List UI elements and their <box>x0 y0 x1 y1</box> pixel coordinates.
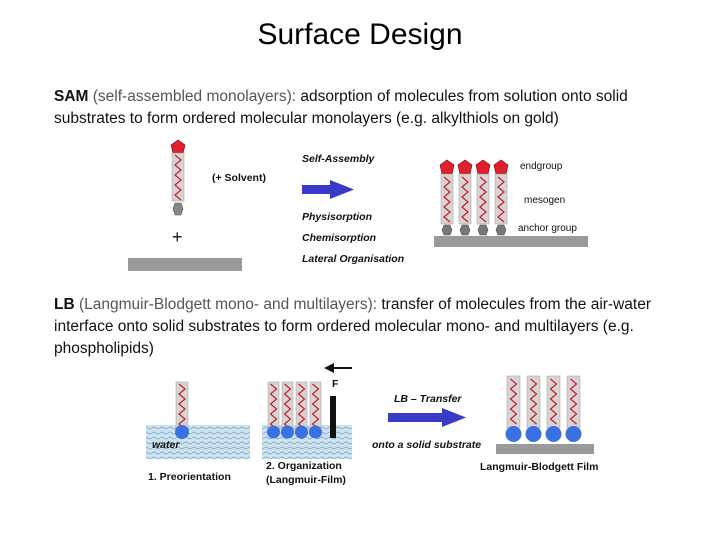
sam-term: SAM <box>54 88 89 105</box>
lateral-organisation-label: Lateral Organisation <box>302 253 404 265</box>
sam-substrate-left <box>128 258 242 271</box>
solvent-label: (+ Solvent) <box>212 172 266 184</box>
organization-label: 2. Organization <box>266 460 342 472</box>
sam-monolayer <box>434 159 588 247</box>
mesogen-label: mesogen <box>524 195 565 206</box>
water-label: water <box>152 439 180 451</box>
sam-free-molecule <box>170 139 186 216</box>
barrier <box>330 396 336 438</box>
force-arrow <box>324 363 352 373</box>
lb-film-label: Langmuir-Blodgett Film <box>480 461 598 473</box>
physisorption-label: Physisorption <box>302 211 372 223</box>
onto-substrate-label: onto a solid substrate <box>372 439 481 451</box>
sam-expansion: (self-assembled monolayers): <box>92 88 297 105</box>
lb-paragraph: LB (Langmuir-Blodgett mono- and multilay… <box>54 294 694 360</box>
sam-arrow <box>302 180 354 199</box>
langmuir-film-label: (Langmuir-Film) <box>266 474 346 486</box>
lb-arrow <box>388 408 466 427</box>
force-label: F <box>332 378 339 390</box>
plus-sign: + <box>172 227 183 247</box>
self-assembly-label: Self-Assembly <box>302 153 376 165</box>
lb-expansion: (Langmuir-Blodgett mono- and multilayers… <box>78 296 378 313</box>
sam-paragraph: SAM (self-assembled monolayers): adsorpt… <box>54 86 694 130</box>
endgroup-label: endgroup <box>520 161 563 172</box>
lb-substrate <box>496 444 594 454</box>
lb-description: transfer of molecules from the air-water… <box>54 296 651 357</box>
sam-description: adsorption of molecules from solution on… <box>54 88 628 127</box>
lb-preorientation <box>146 381 250 459</box>
lb-film <box>496 375 594 454</box>
preorientation-label: 1. Preorientation <box>148 471 231 483</box>
lb-term: LB <box>54 296 75 313</box>
lb-transfer-label: LB – Transfer <box>394 393 462 405</box>
sam-substrate-right <box>434 236 588 247</box>
lb-organization <box>262 381 352 459</box>
anchor-group-label: anchor group <box>518 223 577 234</box>
chemisorption-label: Chemisorption <box>302 232 376 244</box>
page-title: Surface Design <box>257 18 463 51</box>
